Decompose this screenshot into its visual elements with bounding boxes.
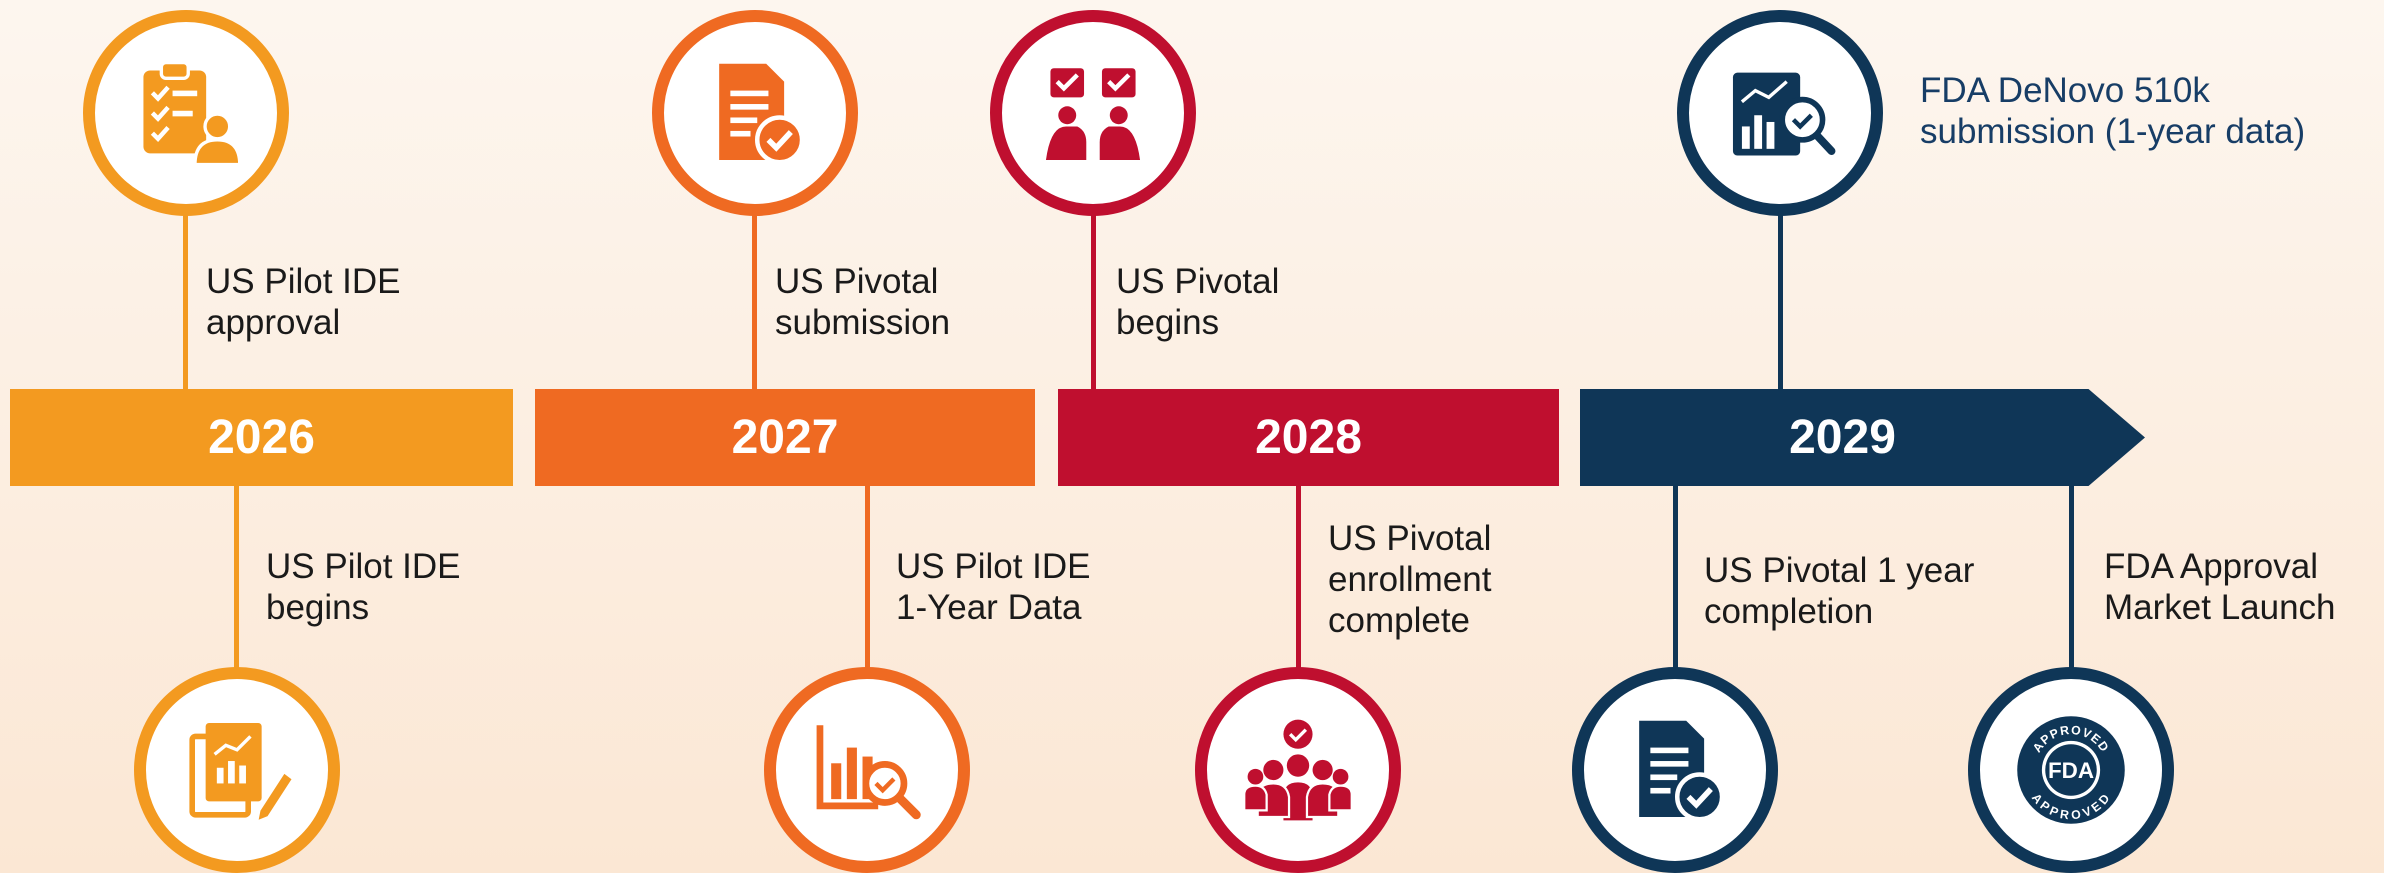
label-line: FDA DeNovo 510k xyxy=(1920,71,2210,110)
year-bar-2026: 2026 xyxy=(10,389,513,486)
documents-chart-pen-icon xyxy=(189,722,293,824)
milestone-circle-pilot-ide-begins xyxy=(134,667,340,873)
chart-magnifier-icon xyxy=(816,725,921,820)
connector-line xyxy=(183,210,188,389)
connector-line xyxy=(1778,210,1783,389)
milestone-circle-pilot-ide-approval xyxy=(83,10,289,216)
year-bar-2029: 2029 xyxy=(1580,389,2145,486)
label-line: US Pivotal xyxy=(775,262,939,301)
label-line: US Pilot IDE xyxy=(266,547,461,586)
label-line: US Pivotal 1 year xyxy=(1704,551,1975,590)
milestone-label-pilot-ide-begins: US Pilot IDE begins xyxy=(266,546,461,628)
milestone-label-pilot-ide-approval: US Pilot IDE approval xyxy=(206,261,401,343)
milestone-label-pivotal-1year: US Pivotal 1 year completion xyxy=(1704,550,1974,632)
label-line: enrollment xyxy=(1328,560,1492,599)
voting-hands-icon xyxy=(1045,68,1141,161)
milestone-label-fda-approval: FDA Approval Market Launch xyxy=(2104,546,2336,628)
label-line: US Pilot IDE xyxy=(896,547,1091,586)
milestone-circle-pivotal-1year xyxy=(1572,667,1778,873)
milestone-circle-pivotal-enrollment xyxy=(1195,667,1401,873)
connector-line xyxy=(1673,486,1678,671)
year-bar-2028: 2028 xyxy=(1058,389,1559,486)
milestone-circle-pivotal-submission xyxy=(652,10,858,216)
document-check-icon xyxy=(1639,720,1725,822)
label-line: submission (1-year data) xyxy=(1920,112,2306,151)
label-line: submission xyxy=(775,303,951,342)
year-label-2026: 2026 xyxy=(208,411,315,464)
connector-line xyxy=(1296,486,1301,671)
label-line: US Pivotal xyxy=(1328,519,1492,558)
label-line: US Pivotal xyxy=(1116,262,1280,301)
fda-approved-seal-icon: APPROVED APPROVED FDA xyxy=(2017,716,2125,824)
group-check-icon xyxy=(1243,719,1353,823)
connector-line xyxy=(2069,486,2074,671)
label-line: US Pilot IDE xyxy=(206,262,401,301)
milestone-label-pivotal-submission: US Pivotal submission xyxy=(775,261,950,343)
milestone-circle-pilot-ide-1year xyxy=(764,667,970,873)
label-line: 1-Year Data xyxy=(896,588,1082,627)
milestone-label-fda-denovo: FDA DeNovo 510k submission (1-year data) xyxy=(1920,70,2305,152)
milestone-circle-fda-denovo xyxy=(1677,10,1883,216)
label-line: complete xyxy=(1328,601,1471,640)
label-line: begins xyxy=(1116,303,1220,342)
label-line: FDA Approval xyxy=(2104,547,2318,586)
clipboard-checklist-person-icon xyxy=(143,60,242,167)
milestone-circle-pivotal-begins xyxy=(990,10,1196,216)
connector-line xyxy=(234,486,239,671)
year-label-2029: 2029 xyxy=(1789,411,1896,464)
milestone-label-pivotal-enrollment: US Pivotal enrollment complete xyxy=(1328,518,1491,641)
label-line: completion xyxy=(1704,592,1874,631)
year-label-2027: 2027 xyxy=(731,411,839,464)
connector-line xyxy=(1091,210,1096,389)
chart-magnifier-icon xyxy=(1732,72,1836,156)
milestone-label-pilot-ide-1year: US Pilot IDE 1-Year Data xyxy=(896,546,1091,628)
document-check-icon xyxy=(719,63,805,165)
label-line: Market Launch xyxy=(2104,588,2336,627)
seal-center-text: FDA xyxy=(2048,758,2094,783)
year-bar-2027: 2027 xyxy=(535,389,1035,486)
connector-line xyxy=(865,486,870,671)
year-label-2028: 2028 xyxy=(1255,411,1362,464)
milestone-label-pivotal-begins: US Pivotal begins xyxy=(1116,261,1279,343)
label-line: approval xyxy=(206,303,341,342)
milestone-circle-fda-approval: APPROVED APPROVED FDA xyxy=(1968,667,2174,873)
label-line: begins xyxy=(266,588,370,627)
connector-line xyxy=(752,210,757,389)
